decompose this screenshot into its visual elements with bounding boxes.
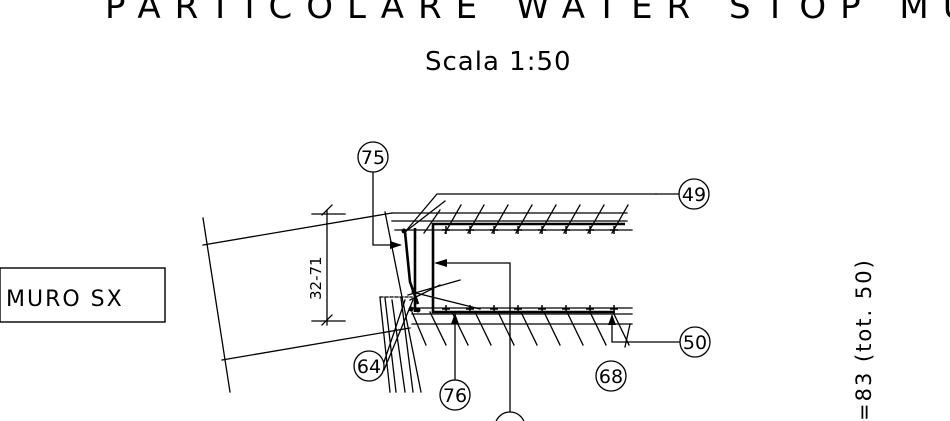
- marker-64: 64: [353, 350, 385, 382]
- upper-slab: [391, 200, 633, 234]
- svg-text:49: 49: [682, 184, 706, 206]
- dimension-label: 32-71: [307, 256, 325, 300]
- marker-49: 49: [655, 178, 710, 210]
- svg-text:50: 50: [683, 332, 707, 354]
- lower-slab: [411, 307, 633, 346]
- leader-lines: [372, 171, 681, 413]
- rebar-dots: [401, 226, 618, 313]
- svg-text:76: 76: [443, 385, 467, 407]
- rebar-cage: [379, 222, 625, 314]
- svg-text:68: 68: [599, 366, 623, 388]
- arrowheads: [390, 241, 616, 325]
- marker-75: 75: [357, 141, 389, 173]
- side-note: =83 (tot. 50): [852, 258, 876, 421]
- svg-text:75: 75: [361, 147, 385, 169]
- marker-partial: [495, 411, 525, 421]
- marker-76: 76: [439, 379, 471, 411]
- dimension-line: [311, 204, 346, 326]
- marker-50: 50: [679, 326, 711, 358]
- section-label: MURO SX: [6, 287, 124, 312]
- section-label-box: [0, 267, 166, 323]
- drawing-scale: Scala 1:50: [425, 47, 572, 77]
- svg-text:64: 64: [357, 356, 381, 378]
- wall-outline: [202, 211, 422, 393]
- drawing-title: PARTICOLARE WATER STOP MURO: [105, 0, 950, 27]
- marker-68: 68: [595, 360, 627, 392]
